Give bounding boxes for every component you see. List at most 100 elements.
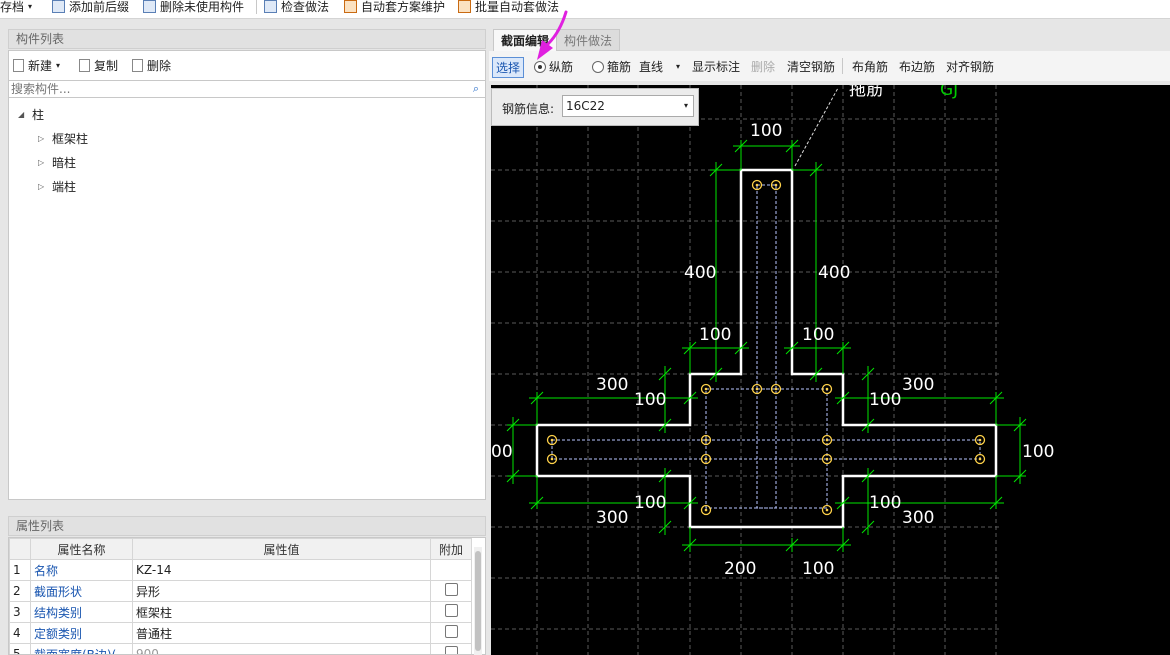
- dim-label: 400: [818, 263, 850, 283]
- extra-cell: [430, 601, 472, 623]
- dimension-labels: 拖筋 GJ 100 400 400 100 100 300 100 300 10…: [491, 85, 1054, 579]
- new-label: 新建: [28, 59, 53, 73]
- radio-selected-icon: [534, 60, 546, 73]
- delete-rebar-button[interactable]: 删除: [751, 60, 776, 74]
- rebar-info-value: 16C22: [566, 99, 605, 113]
- row-index: 5: [9, 643, 31, 654]
- row-index: 2: [9, 580, 31, 602]
- align-rebar-button[interactable]: 对齐钢筋: [946, 60, 995, 74]
- batch-auto-button[interactable]: 批量自动套做法: [458, 0, 559, 15]
- new-button[interactable]: 新建 ▾: [13, 57, 60, 74]
- extra-cell: [430, 580, 472, 602]
- tree-item-end-column[interactable]: ▷ 端柱: [38, 178, 76, 195]
- delete-unused-button[interactable]: 删除未使用构件: [143, 0, 244, 15]
- table-icon: [52, 0, 65, 13]
- save-button[interactable]: 存档 ▾: [0, 0, 32, 15]
- tree-item-frame-column[interactable]: ▷ 框架柱: [38, 130, 88, 147]
- select-button[interactable]: 选择: [492, 57, 525, 78]
- col-extra: 附加: [430, 538, 472, 560]
- copy-label: 复制: [94, 59, 119, 73]
- extra-checkbox[interactable]: [444, 604, 458, 617]
- batch-doc-icon: [458, 0, 471, 13]
- extra-checkbox[interactable]: [444, 583, 458, 596]
- auto-scheme-button[interactable]: 自动套方案维护: [344, 0, 445, 15]
- tree-item-hidden-column[interactable]: ▷ 暗柱: [38, 154, 76, 171]
- line-mode-dropdown[interactable]: 直线 ▾: [639, 58, 680, 75]
- prop-value[interactable]: 异形: [132, 580, 431, 602]
- extra-checkbox[interactable]: [444, 646, 458, 654]
- dim-label: 100: [1022, 442, 1054, 462]
- longitudinal-radio[interactable]: 纵筋: [534, 58, 573, 75]
- rebar-info-dropdown[interactable]: 16C22 ▾: [562, 95, 694, 117]
- prop-name: 定额类别: [30, 622, 133, 644]
- table-row[interactable]: 1 名称 KZ-14: [9, 559, 472, 581]
- delete-unused-label: 删除未使用构件: [160, 0, 245, 14]
- longitudinal-label: 纵筋: [549, 60, 574, 74]
- delete-label: 删除: [147, 59, 172, 73]
- check-method-label: 检查做法: [281, 0, 330, 14]
- prop-value[interactable]: 900: [132, 643, 431, 654]
- gj-label: GJ: [940, 85, 958, 100]
- table-header-row: 属性名称 属性值 附加: [9, 538, 472, 560]
- chevron-down-icon: ▾: [676, 62, 681, 71]
- extra-checkbox[interactable]: [444, 625, 458, 638]
- prop-value[interactable]: KZ-14: [132, 559, 431, 581]
- tree-root-label: 柱: [32, 108, 45, 122]
- delete-component-button[interactable]: 删除: [132, 57, 171, 74]
- stirrup-radio[interactable]: 箍筋: [592, 58, 631, 75]
- clear-rebar-button[interactable]: 清空钢筋: [787, 60, 836, 74]
- prop-value[interactable]: 普通柱: [132, 622, 431, 644]
- expand-triangle-icon[interactable]: ▷: [38, 134, 45, 143]
- dim-label: 100: [869, 493, 901, 513]
- expand-triangle-icon[interactable]: ▷: [38, 158, 45, 167]
- gear-doc-icon: [344, 0, 357, 13]
- main-toolbar: 存档 ▾ 添加前后缀 删除未使用构件 检查做法 自动套方案维护 批量自动套做法: [0, 0, 1170, 19]
- chevron-down-icon: ▾: [683, 101, 688, 110]
- extra-cell: [430, 643, 472, 654]
- dim-label: 100: [802, 325, 834, 345]
- col-prop-name: 属性名称: [30, 538, 133, 560]
- copy-button[interactable]: 复制: [79, 57, 118, 74]
- dim-label: 100: [634, 390, 666, 410]
- rebar-centers: [550, 183, 982, 512]
- col-prop-value: 属性值: [132, 538, 431, 560]
- dim-label: 100: [869, 390, 901, 410]
- tab-component-method[interactable]: 构件做法: [556, 29, 621, 51]
- section-drawing-canvas[interactable]: 拖筋 GJ 100 400 400 100 100 300 100 300 10…: [491, 85, 1170, 655]
- property-table: 属性名称 属性值 附加 1 名称 KZ-14 2 截面形状 异形 3 结构类别 …: [8, 537, 486, 655]
- expand-triangle-icon[interactable]: ▷: [38, 182, 45, 191]
- search-icon[interactable]: ⌕: [472, 82, 479, 95]
- property-list-header: 属性列表: [8, 516, 486, 536]
- copy-icon: [79, 59, 90, 72]
- stirrup-label: 箍筋: [607, 60, 632, 74]
- table-row[interactable]: 3 结构类别 框架柱: [9, 601, 472, 623]
- table-row[interactable]: 2 截面形状 异形: [9, 580, 472, 602]
- prop-name: 名称: [30, 559, 133, 581]
- collapse-triangle-icon[interactable]: ◢: [18, 110, 25, 119]
- tree-child-label: 框架柱: [52, 132, 89, 146]
- column-section-outline: [535, 168, 998, 529]
- tab-section-edit[interactable]: 截面编辑: [493, 29, 558, 51]
- component-search-box: ⌕: [8, 80, 486, 98]
- table-row[interactable]: 5 截面宽度(B边)( 900: [9, 643, 472, 654]
- edge-rebar-button[interactable]: 布边筋: [899, 60, 936, 74]
- corner-rebar-button[interactable]: 布角筋: [852, 60, 889, 74]
- dim-label: 300: [596, 508, 628, 528]
- search-input[interactable]: [9, 81, 451, 97]
- check-method-button[interactable]: 检查做法: [264, 0, 329, 15]
- property-scrollbar[interactable]: [474, 547, 482, 655]
- tree-child-label: 暗柱: [52, 156, 77, 170]
- prop-name: 截面形状: [30, 580, 133, 602]
- dim-label: 300: [596, 375, 628, 395]
- add-prefix-suffix-button[interactable]: 添加前后缀: [52, 0, 129, 15]
- table-row[interactable]: 4 定额类别 普通柱: [9, 622, 472, 644]
- prop-value[interactable]: 框架柱: [132, 601, 431, 623]
- line-mode-label: 直线: [639, 60, 664, 74]
- tree-item-column[interactable]: ◢ 柱: [18, 106, 44, 123]
- scrollbar-thumb[interactable]: [475, 551, 481, 651]
- list-icon: [143, 0, 156, 13]
- tree-child-label: 端柱: [52, 180, 77, 194]
- save-label: 存档: [0, 0, 25, 14]
- callout-leader: [794, 87, 839, 167]
- show-label-button[interactable]: 显示标注: [692, 60, 741, 74]
